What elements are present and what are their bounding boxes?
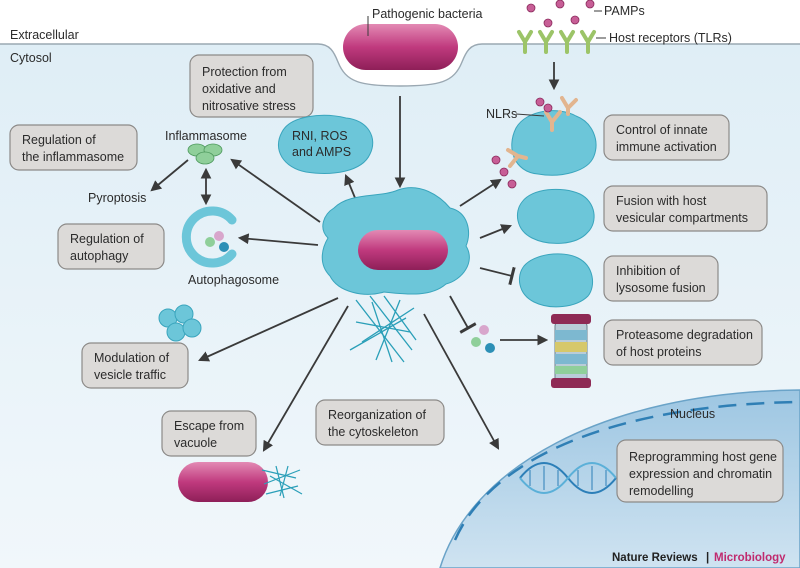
svg-text:Protection from: Protection from [202,65,287,79]
intracellular-bacterium [358,230,448,270]
rni-ros-cell [277,114,374,174]
svg-text:Microbiology: Microbiology [714,552,786,564]
svg-text:RNI, ROS: RNI, ROS [292,129,348,143]
nlr-ligands-icon [491,97,553,189]
svg-text:nitrosative stress: nitrosative stress [202,99,296,113]
svg-text:the inflammasome: the inflammasome [22,150,124,164]
svg-text:vesicular compartments: vesicular compartments [616,211,748,225]
svg-text:Regulation of: Regulation of [70,232,144,246]
innate-activation-cell [511,110,597,176]
inflammasome-label: Inflammasome [165,129,247,143]
nlrs-label: NLRs [486,107,517,121]
inhibition-proteasome-path [449,295,477,334]
proteasome-icon [551,314,591,388]
svg-text:Nature Reviews: Nature Reviews [612,552,698,564]
tlr-receptors-icon [517,30,596,54]
fusion-cell [516,188,595,244]
svg-text:lysosome fusion: lysosome fusion [616,281,706,295]
svg-text:and AMPS: and AMPS [292,145,351,159]
arrow-to-nucleus [423,313,500,450]
oxidative-stress-box: Protection from oxidative and nitrosativ… [189,54,314,118]
arrow-to-vesicle-traffic [198,297,339,362]
arrow-to-innate [459,178,502,207]
svg-text:Reprogramming host gene: Reprogramming host gene [629,450,777,464]
svg-text:Reorganization of: Reorganization of [328,408,427,422]
host-receptors-label: Host receptors (TLRs) [609,31,732,45]
inhibition-lysosome [479,266,516,286]
regulation-inflammasome-box: Regulation of the inflammasome [9,124,138,171]
svg-text:expression and chromatin: expression and chromatin [629,467,772,481]
vesicular-fusion-box: Fusion with host vesicular compartments [603,185,768,232]
svg-text:immune activation: immune activation [616,140,717,154]
vesicles-icon [158,304,202,342]
nuclear-envelope [453,400,799,541]
svg-text:Control of innate: Control of innate [616,123,708,137]
proteasome-box: Proteasome degradation of host proteins [603,319,763,366]
svg-text:Fusion with host: Fusion with host [616,194,707,208]
svg-text:autophagy: autophagy [70,249,129,263]
svg-text:|: | [706,552,709,564]
extracellular-bacterium [343,24,458,70]
actin-tail [261,465,303,499]
svg-text:remodelling: remodelling [629,484,694,498]
cytosol-label: Cytosol [10,51,52,65]
svg-text:vesicle traffic: vesicle traffic [94,368,166,382]
svg-text:of host proteins: of host proteins [616,345,701,359]
regulation-autophagy-box: Regulation of autophagy [57,223,165,270]
escape-vacuole-box: Escape from vacuole [161,410,257,457]
pamps-icon [526,0,595,28]
arrow-to-autophagosome [237,233,319,246]
lysosome-fusion-box: Inhibition of lysosome fusion [603,255,719,302]
host-proteins-icon [471,325,495,353]
pathogenic-bacteria-label: Pathogenic bacteria [372,7,483,21]
svg-text:oxidative and: oxidative and [202,82,276,96]
dna-icon [519,462,617,494]
pamps-label: PAMPs [604,4,645,18]
nucleus-label: Nucleus [670,407,715,421]
nlr-receptors-icon [506,96,578,168]
nlrs-pointer [515,113,545,117]
vesicle-traffic-box: Modulation of vesicle traffic [81,342,189,389]
svg-text:vacuole: vacuole [174,436,217,450]
lysosome-cell [518,253,594,308]
arrow-to-escape [262,305,349,452]
svg-text:Escape from: Escape from [174,419,244,433]
extracellular-label: Extracellular [10,28,79,42]
svg-text:Modulation of: Modulation of [94,351,170,365]
cytoskeleton-box: Reorganization of the cytoskeleton [315,399,445,446]
autophagosome-cargo [205,231,229,252]
autophagosome-icon [181,206,237,268]
svg-text:Regulation of: Regulation of [22,133,96,147]
svg-text:Proteasome degradation: Proteasome degradation [616,328,753,342]
svg-text:the cytoskeleton: the cytoskeleton [328,425,418,439]
innate-activation-box: Control of innate immune activation [603,114,730,161]
arrow-to-inflammasome [230,158,321,223]
journal-credit: Nature Reviews | Microbiology [612,552,786,564]
inflammasome-icon [187,143,223,165]
arrow-to-pyroptosis [150,159,189,192]
arrow-to-fusion [479,224,513,239]
cytoskeleton-filaments [349,295,417,363]
escaped-bacterium [178,462,268,502]
host-membrane [0,43,800,87]
reprogramming-box: Reprogramming host gene expression and c… [616,439,784,503]
pyroptosis-label: Pyroptosis [88,191,146,205]
svg-text:Inhibition of: Inhibition of [616,264,680,278]
rni-ros-text: RNI, ROS and AMPS [292,129,351,159]
autophagosome-label: Autophagosome [188,273,279,287]
